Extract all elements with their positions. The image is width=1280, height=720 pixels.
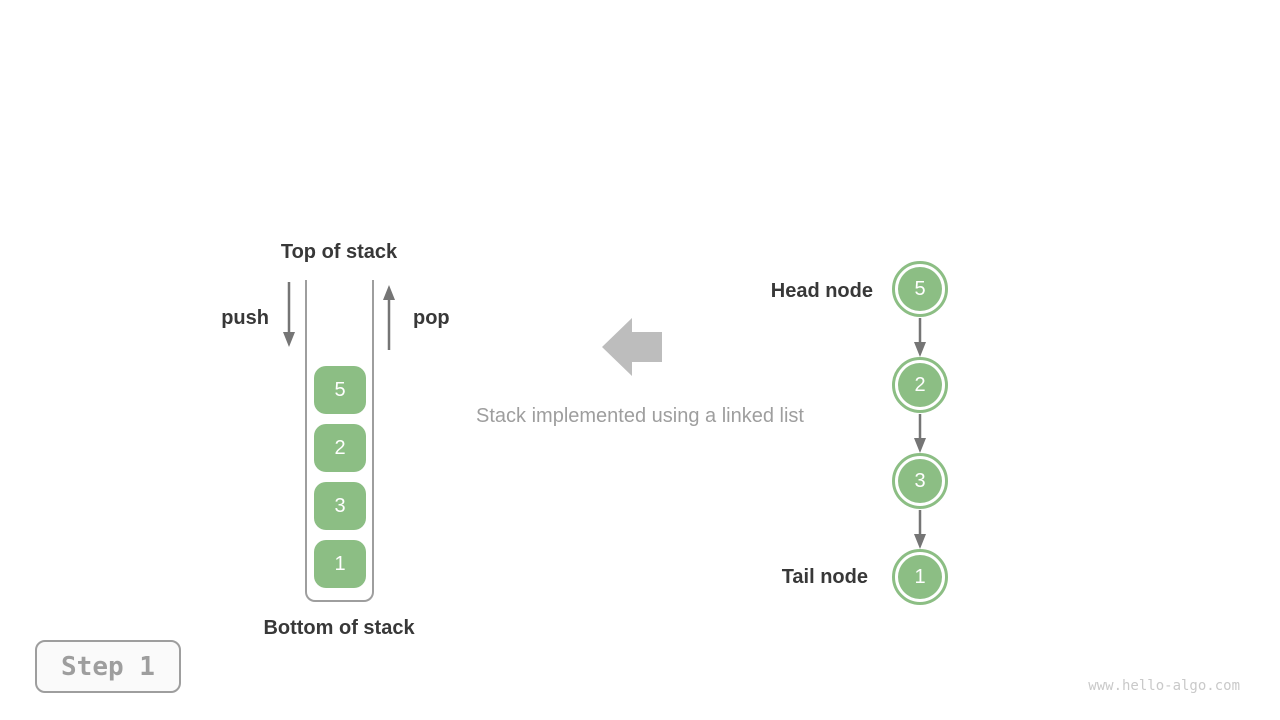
top-of-stack-label: Top of stack xyxy=(280,241,398,263)
list-node: 3 xyxy=(892,453,948,509)
tail-node-label: Tail node xyxy=(781,566,868,588)
stack-item: 2 xyxy=(314,424,366,472)
list-node: 1 xyxy=(892,549,948,605)
stack-item: 3 xyxy=(314,482,366,530)
left-block-arrow-icon xyxy=(602,318,662,376)
node-link-arrow-icon xyxy=(914,510,926,549)
bottom-of-stack-label: Bottom of stack xyxy=(263,617,415,639)
push-label: push xyxy=(221,307,269,329)
step-badge: Step 1 xyxy=(35,640,181,693)
figure-caption: Stack implemented using a linked list xyxy=(476,405,804,427)
push-down-arrow-icon xyxy=(283,282,295,347)
list-node-value: 3 xyxy=(898,459,942,503)
list-node: 2 xyxy=(892,357,948,413)
watermark-text: www.hello-algo.com xyxy=(1088,678,1240,694)
list-node-value: 1 xyxy=(898,555,942,599)
node-link-arrow-icon xyxy=(914,318,926,357)
list-node-value: 5 xyxy=(898,267,942,311)
list-node: 5 xyxy=(892,261,948,317)
head-node-label: Head node xyxy=(770,280,873,302)
stack-item: 1 xyxy=(314,540,366,588)
stack-item: 5 xyxy=(314,366,366,414)
pop-up-arrow-icon xyxy=(383,285,395,350)
node-link-arrow-icon xyxy=(914,414,926,453)
list-node-value: 2 xyxy=(898,363,942,407)
pop-label: pop xyxy=(413,307,450,329)
